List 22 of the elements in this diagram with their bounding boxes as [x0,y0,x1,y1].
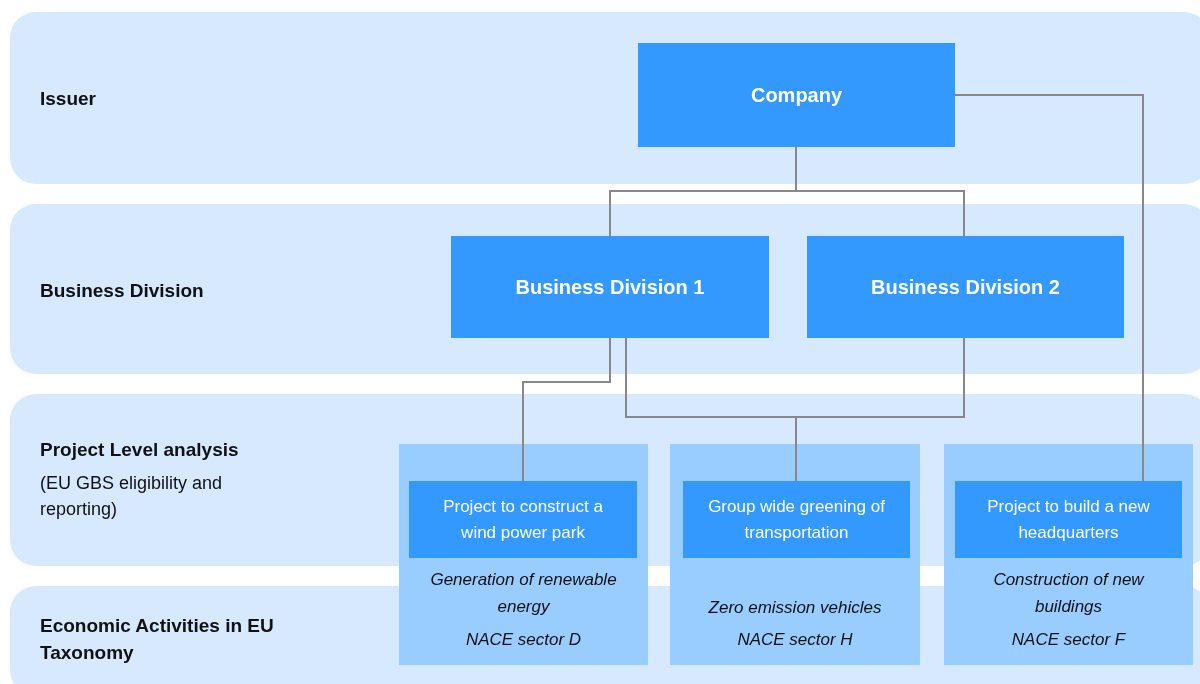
activity-text: Zero emission vehicles [707,597,883,619]
lane-note: (EU GBS eligibility and reporting) [40,472,224,521]
entity-box: Company [638,43,955,147]
lane-heading: Project Level analysis [40,438,239,462]
entity-box: Business Division 2 [807,236,1124,338]
project-box: Project to construct a wind power park [409,481,637,558]
activity-column [944,444,1193,665]
sector-text: NACE sector H [736,629,854,651]
project-box: Project to build a new headquarters [955,481,1182,558]
sector-text: NACE sector F [1010,629,1127,651]
sector-text: NACE sector D [464,629,583,651]
lane-heading: Issuer [40,87,96,111]
activity-text: Generation of renewable energy [429,569,618,618]
activity-column [670,444,920,665]
connector-line [954,94,1144,482]
project-box: Group wide greening of transportation [683,481,910,558]
activity-text: Construction of new buildings [992,569,1146,618]
lane-heading: Business Division [40,279,204,303]
connector-line [522,337,611,482]
activity-column [399,444,648,665]
lane-heading: Economic Activities in EU Taxonomy [40,614,275,665]
entity-box: Business Division 1 [451,236,769,338]
